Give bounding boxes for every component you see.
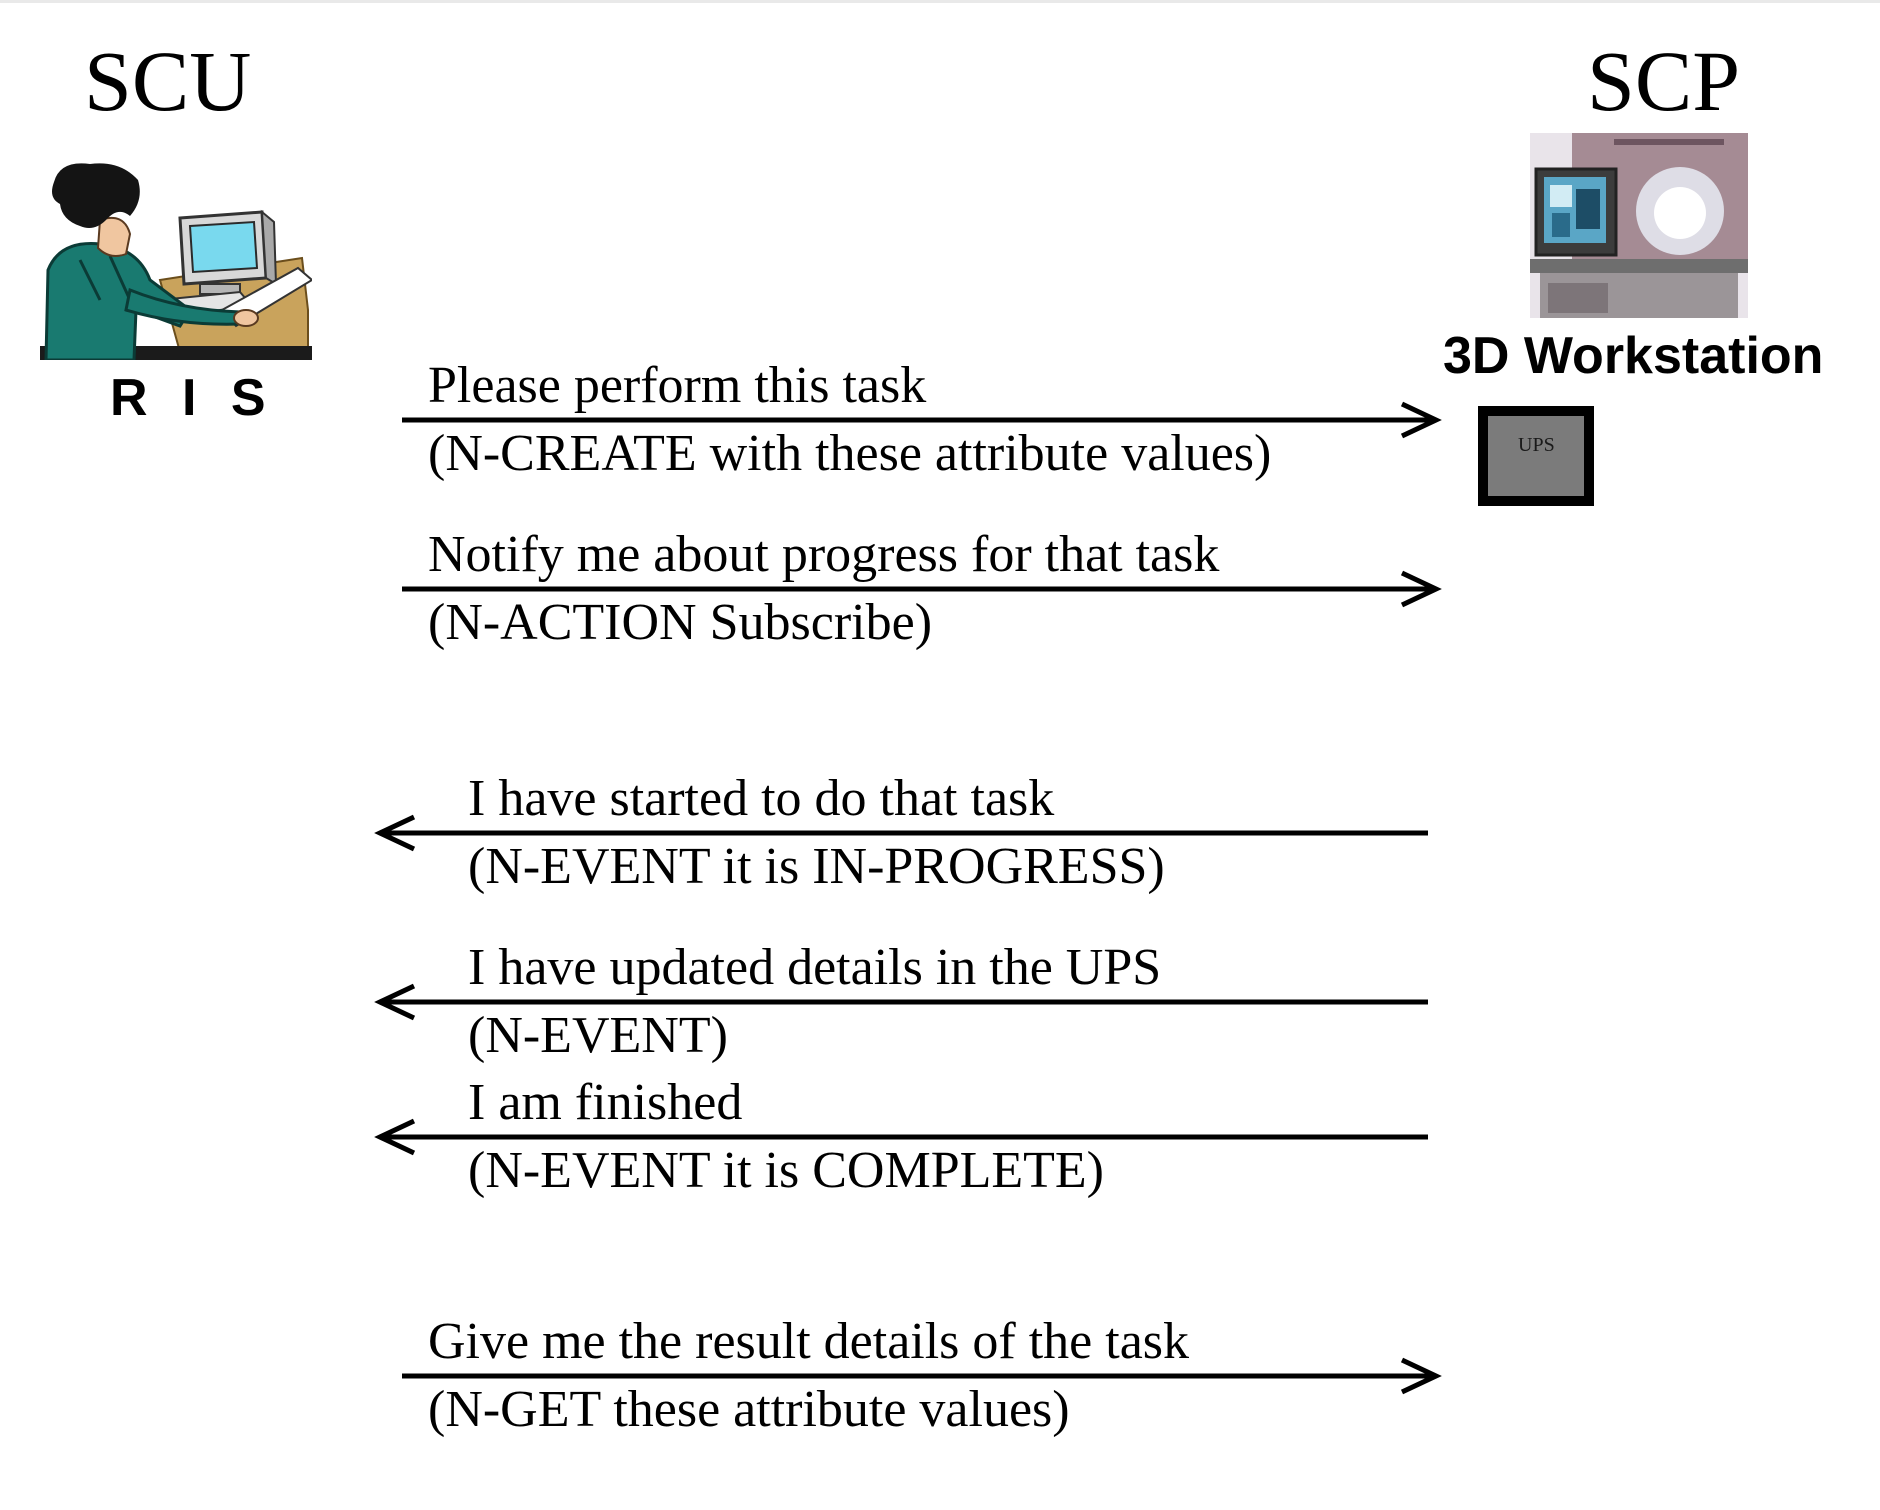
- ris-label: R I S: [110, 369, 276, 427]
- arrowhead-right: [1400, 401, 1442, 439]
- arrowhead-left: [374, 1118, 416, 1156]
- ups-box: UPS: [1478, 406, 1594, 506]
- message-subtext: (N-EVENT it is COMPLETE): [468, 1142, 1104, 1199]
- arrowhead-left: [374, 983, 416, 1021]
- message-subtext: (N-GET these attribute values): [428, 1381, 1070, 1438]
- scu-role-label: SCU: [84, 33, 252, 129]
- message-subtext: (N-CREATE with these attribute values): [428, 425, 1272, 482]
- message-text: Give me the result details of the task: [428, 1313, 1190, 1370]
- ups-label: UPS: [1518, 434, 1555, 456]
- message-text: Please perform this task: [428, 357, 927, 414]
- arrowhead-left: [374, 814, 416, 852]
- person-at-computer-icon: [40, 163, 312, 360]
- message-subtext: (N-EVENT it is IN-PROGRESS): [468, 838, 1165, 895]
- scp-role-label: SCP: [1587, 33, 1741, 129]
- message-text: I have started to do that task: [468, 770, 1055, 827]
- message-text: I have updated details in the UPS: [468, 939, 1162, 996]
- workstation-label: 3D Workstation: [1443, 327, 1824, 385]
- arrowhead-right: [1400, 570, 1442, 608]
- arrowhead-right: [1400, 1357, 1442, 1395]
- message-subtext: (N-ACTION Subscribe): [428, 594, 933, 651]
- message-subtext: (N-EVENT): [468, 1007, 728, 1064]
- workstation-scanner-icon: [1530, 133, 1748, 318]
- message-text: Notify me about progress for that task: [428, 526, 1220, 583]
- message-text: I am finished: [468, 1074, 743, 1131]
- top-border: [0, 0, 1880, 3]
